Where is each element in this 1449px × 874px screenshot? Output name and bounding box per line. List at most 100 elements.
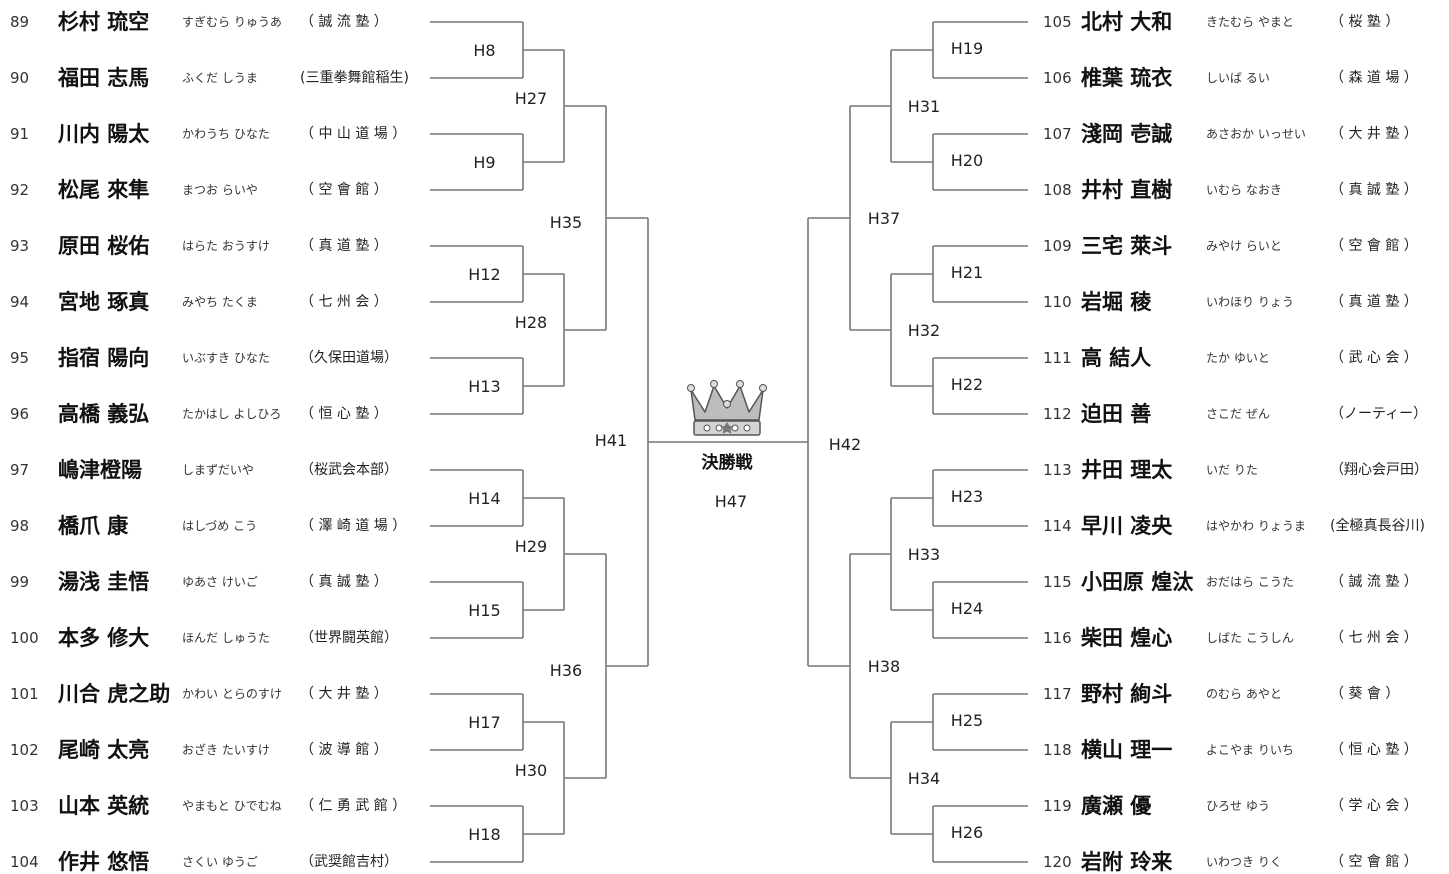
player-name: 川内 陽太 [58, 122, 150, 146]
match-label: H35 [550, 213, 582, 232]
player-kana: いわつき りく [1206, 855, 1282, 869]
match-label: H21 [951, 263, 983, 282]
player-seed: 117 [1043, 685, 1072, 703]
player-kana: はしづめ こう [182, 519, 258, 533]
player-dojo: （久保田道場） [300, 350, 398, 366]
player-kana: きたむら やまと [1206, 15, 1294, 29]
player-dojo: （ 真 誠 塾 ） [1330, 182, 1418, 198]
player-seed: 119 [1043, 797, 1072, 815]
player-name: 早川 凌央 [1081, 514, 1173, 538]
player-kana: しいば るい [1206, 71, 1270, 85]
player-seed: 108 [1043, 181, 1072, 199]
player-seed: 99 [10, 573, 30, 591]
match-label: H29 [515, 537, 547, 556]
player-kana: ふくだ しうま [182, 71, 258, 85]
player-kana: たかはし よしひろ [182, 407, 282, 421]
match-label: H14 [468, 489, 500, 508]
player-kana: ひろせ ゆう [1206, 799, 1270, 813]
player-name: 湯浅 圭悟 [58, 570, 150, 594]
player-kana: はらた おうすけ [182, 239, 270, 253]
player-seed: 120 [1043, 853, 1072, 871]
player-name: 宮地 琢真 [58, 290, 150, 314]
player-seed: 93 [10, 237, 30, 255]
player-name: 野村 絢斗 [1081, 682, 1173, 706]
player-kana: まつお らいや [182, 183, 258, 197]
player-dojo: （ 武 心 会 ） [1330, 350, 1418, 366]
match-label: H19 [951, 39, 983, 58]
player-name: 橋爪 康 [58, 514, 129, 538]
player-dojo: (全極真長谷川) [1330, 518, 1425, 534]
player-dojo: （桜武会本部） [300, 462, 398, 478]
match-label: H38 [868, 657, 900, 676]
final-match-code: H47 [715, 492, 747, 511]
player-name: 松尾 來隼 [58, 178, 150, 202]
player-row: 92 松尾 來隼 まつお らいや （ 空 會 館 ） [0, 175, 1449, 205]
player-seed: 113 [1043, 461, 1072, 479]
match-label: H28 [515, 313, 547, 332]
player-seed: 96 [10, 405, 30, 423]
player-dojo: （ 七 州 会 ） [300, 294, 388, 310]
match-label: H31 [908, 97, 940, 116]
player-name: 淺岡 壱誠 [1081, 122, 1173, 146]
player-dojo: （ 恒 心 塾 ） [1330, 742, 1418, 758]
player-name: 迫田 善 [1081, 402, 1152, 426]
match-label: H13 [468, 377, 500, 396]
player-name: 岩附 玲来 [1081, 850, 1173, 874]
player-dojo: （ノーティー） [1330, 406, 1428, 422]
player-kana: かわい とらのすけ [182, 687, 282, 701]
player-name: 川合 虎之助 [58, 682, 171, 706]
player-kana: のむら あやと [1206, 687, 1282, 701]
player-dojo: （武奨館吉村） [300, 854, 398, 870]
match-label: H26 [951, 823, 983, 842]
player-name: 指宿 陽向 [58, 346, 150, 370]
player-name: 高橋 義弘 [58, 402, 150, 426]
player-kana: たか ゆいと [1206, 351, 1270, 365]
player-dojo: （ 大 井 塾 ） [1330, 126, 1418, 142]
player-kana: しまずだいや [182, 463, 254, 477]
match-label: H36 [550, 661, 582, 680]
player-seed: 102 [10, 741, 39, 759]
player-kana: みやち たくま [182, 295, 258, 309]
player-kana: いわほり りょう [1206, 295, 1294, 309]
player-kana: はやかわ りょうま [1206, 519, 1306, 533]
player-dojo: （ 真 道 塾 ） [300, 238, 388, 254]
player-dojo: （ 波 導 館 ） [300, 742, 388, 758]
player-kana: さこだ ぜん [1206, 407, 1270, 421]
player-dojo: （ 空 會 館 ） [300, 182, 388, 198]
player-seed: 116 [1043, 629, 1072, 647]
player-seed: 92 [10, 181, 30, 199]
player-name: 岩堀 稜 [1081, 290, 1152, 314]
player-seed: 103 [10, 797, 39, 815]
player-kana: ゆあさ けいご [182, 575, 258, 589]
player-seed: 106 [1043, 69, 1072, 87]
player-dojo: （ 森 道 場 ） [1330, 70, 1418, 86]
crown-icon [687, 380, 767, 436]
match-label: H23 [951, 487, 983, 506]
final-title: 決勝戦 [702, 452, 754, 473]
player-kana: おだはら こうた [1206, 575, 1294, 589]
player-kana: いだ りた [1206, 463, 1258, 477]
player-dojo: （ 学 心 会 ） [1330, 798, 1418, 814]
match-label: H34 [908, 769, 940, 788]
player-kana: みやけ らいと [1206, 239, 1282, 253]
player-name: 高 結人 [1081, 346, 1152, 370]
match-label: H27 [515, 89, 547, 108]
player-name: 本多 修大 [58, 626, 150, 650]
player-seed: 110 [1043, 293, 1072, 311]
player-name: 横山 理一 [1081, 738, 1173, 762]
match-label: H22 [951, 375, 983, 394]
player-kana: ほんだ しゅうた [182, 631, 270, 645]
match-label: H30 [515, 761, 547, 780]
